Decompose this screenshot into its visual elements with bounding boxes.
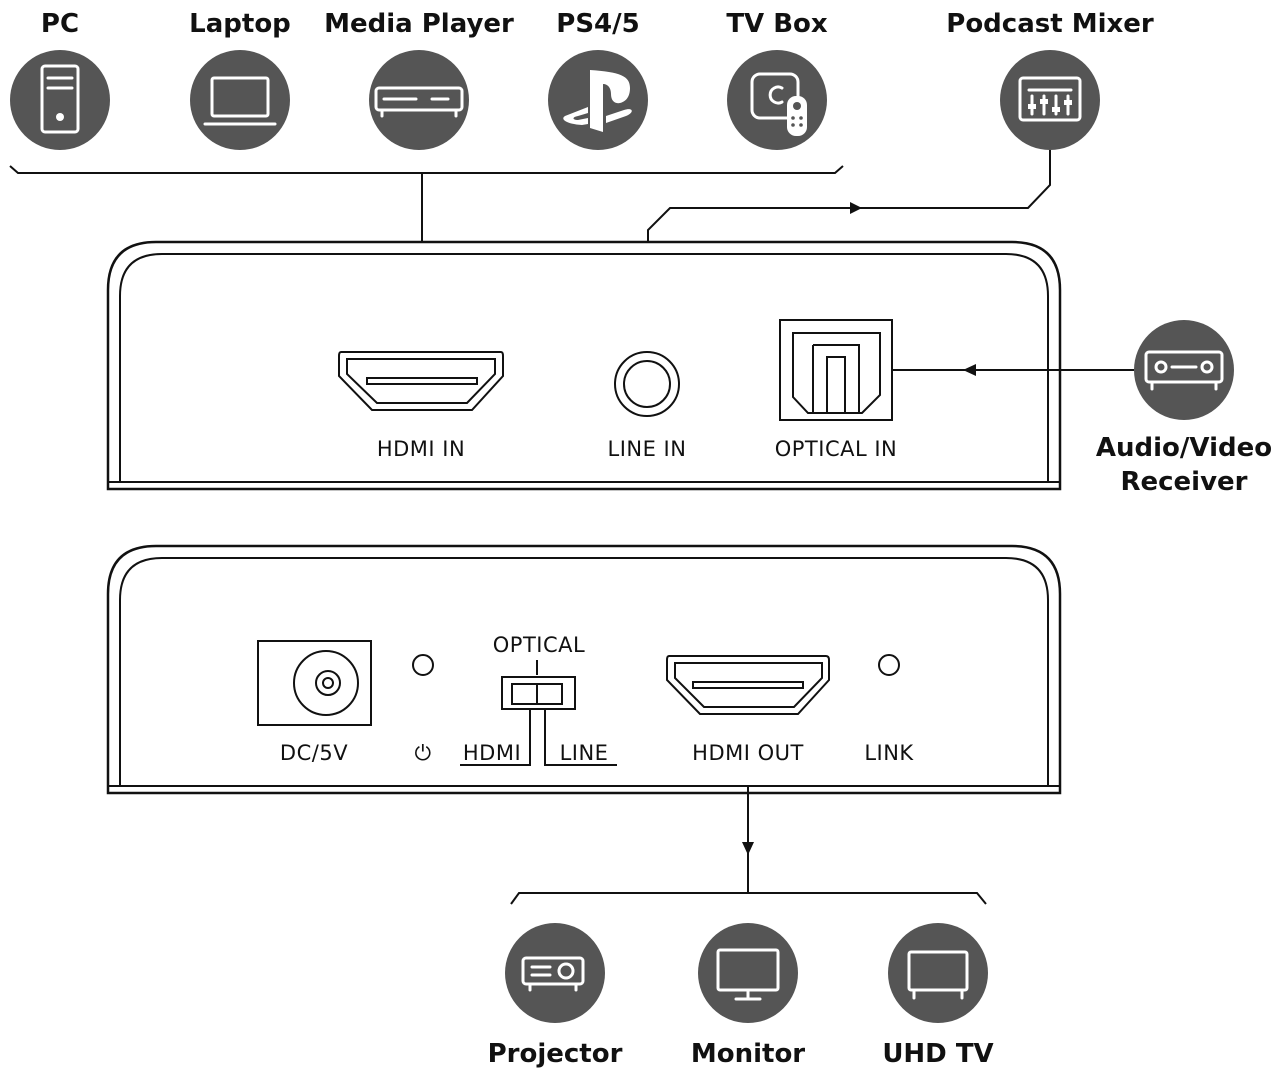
power-led — [412, 654, 434, 676]
audio-source-switch — [501, 676, 576, 710]
laptop-label: Laptop — [189, 9, 291, 39]
playstation-icon — [548, 50, 648, 150]
line-in-label: LINE IN — [608, 437, 687, 461]
line-in-arrow — [850, 202, 862, 214]
monitor-icon — [698, 923, 798, 1023]
switch-hdmi-leader — [460, 709, 531, 766]
av-receiver-label-line2: Receiver — [1120, 467, 1247, 497]
mixer-icon — [1000, 50, 1100, 150]
uhd-tv-label: UHD TV — [882, 1039, 993, 1069]
tv-box-label: TV Box — [726, 9, 828, 39]
link-label: LINK — [864, 741, 914, 765]
hdmi-out-label: HDMI OUT — [692, 741, 804, 765]
hdmi-in-port — [338, 351, 504, 411]
media-player-icon — [369, 50, 469, 150]
projector-label: Projector — [488, 1039, 623, 1069]
tv-box-icon — [727, 50, 827, 150]
hdmi-out-port — [666, 655, 830, 715]
monitor-label: Monitor — [691, 1039, 805, 1069]
output-panel — [106, 544, 1062, 795]
av-receiver-icon — [1134, 320, 1234, 420]
power-icon: ⏻ — [414, 741, 431, 765]
line-in-port — [614, 351, 680, 417]
podcast-mixer-label: Podcast Mixer — [946, 9, 1154, 39]
optical-in-label: OPTICAL IN — [775, 437, 898, 461]
sources-bracket — [9, 165, 844, 174]
av-receiver-label-line1: Audio/Video — [1096, 433, 1272, 463]
input-panel — [106, 240, 1062, 491]
switch-line-leader — [544, 709, 617, 766]
outputs-bracket — [510, 892, 987, 905]
dc-power-port — [257, 640, 372, 726]
media-player-label: Media Player — [324, 9, 514, 39]
dc-label: DC/5V — [280, 741, 348, 765]
switch-optical-label: OPTICAL — [493, 633, 585, 657]
laptop-icon — [190, 50, 290, 150]
pc-label: PC — [41, 9, 79, 39]
switch-line-label: LINE — [560, 741, 609, 765]
projector-icon — [505, 923, 605, 1023]
switch-hdmi-label: HDMI — [463, 741, 521, 765]
hdmi-out-arrow — [742, 842, 754, 855]
ps-label: PS4/5 — [556, 9, 639, 39]
link-led — [878, 654, 900, 676]
pc-tower-icon — [10, 50, 110, 150]
optical-in-arrow — [963, 364, 976, 376]
hdmi-in-label: HDMI IN — [377, 437, 465, 461]
tv-icon — [888, 923, 988, 1023]
